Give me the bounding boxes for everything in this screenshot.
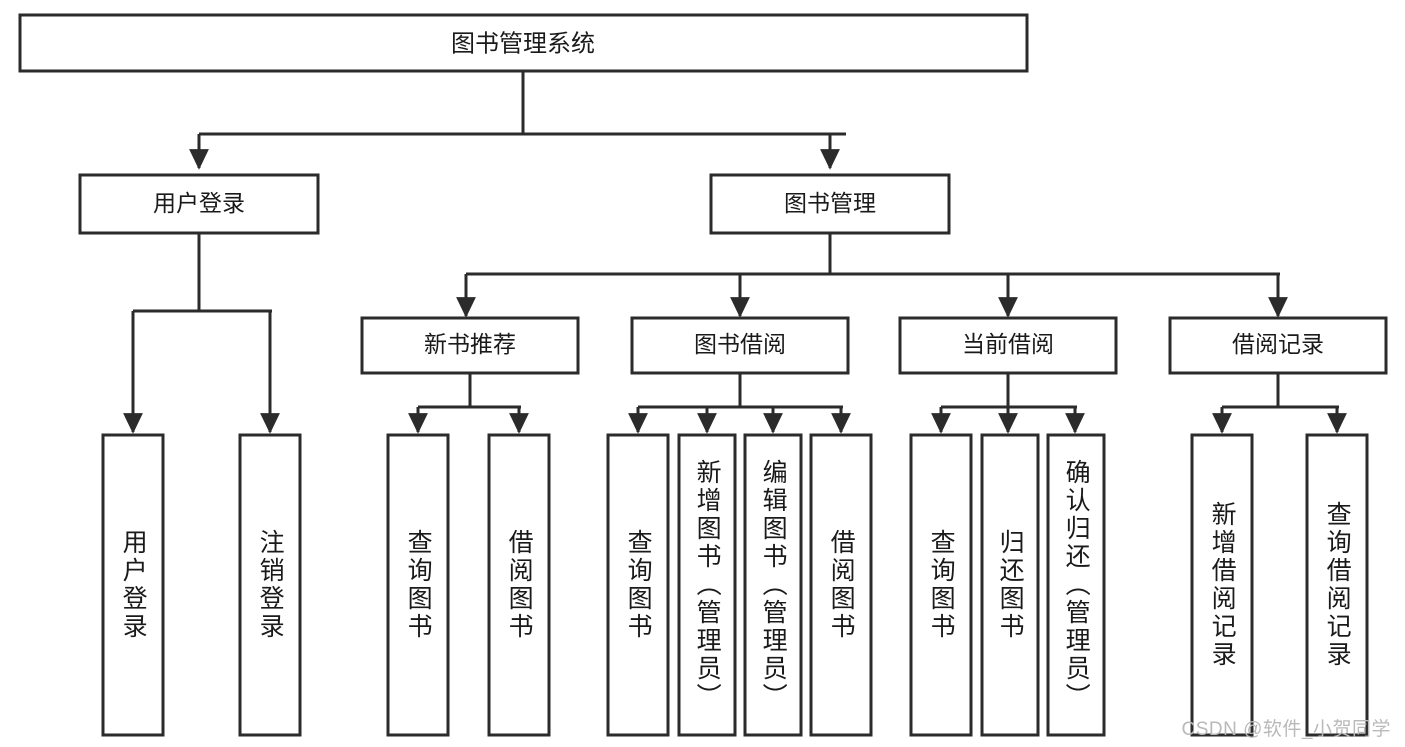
node-current-borrow-label: 当前借阅 — [962, 331, 1054, 357]
leaf-box-edit-book[interactable] — [743, 433, 803, 737]
connector-borrow-record-to-leaves — [1212, 373, 1347, 434]
node-new-book-recommend-label: 新书推荐 — [424, 331, 516, 357]
node-borrow-record[interactable]: 借阅记录 — [1168, 316, 1388, 375]
leaf-box-add-borrow-record[interactable] — [1190, 433, 1254, 737]
leaf-box-query-borrow-record[interactable] — [1305, 433, 1369, 737]
connector-root-to-level2 — [189, 71, 846, 170]
leaf-box-return-book[interactable] — [980, 433, 1040, 737]
leaf-box-logout-login[interactable] — [238, 433, 302, 737]
leaf-box-query-book-3[interactable] — [909, 433, 973, 737]
node-book-management-label: 图书管理 — [784, 190, 876, 216]
node-user-login-label: 用户登录 — [153, 190, 245, 216]
node-borrow-record-label: 借阅记录 — [1232, 331, 1324, 357]
node-book-borrow-label: 图书借阅 — [694, 331, 786, 357]
connector-user-login-to-leaves — [123, 233, 280, 434]
node-root-label: 图书管理系统 — [451, 30, 595, 57]
connector-current-borrow-to-leaves — [931, 373, 1085, 434]
csdn-watermark: CSDN @软件_小贺同学 — [1181, 719, 1391, 740]
leaf-box-borrow-book-1[interactable] — [487, 433, 551, 737]
connector-new-book-recommend-to-leaves — [408, 373, 529, 434]
leaf-box-confirm-return[interactable] — [1046, 433, 1106, 737]
connector-book-borrow-to-leaves — [628, 373, 851, 434]
connector-book-management-to-level3 — [456, 233, 1288, 318]
node-user-login[interactable]: 用户登录 — [78, 173, 320, 235]
leaf-box-query-book-1[interactable] — [386, 433, 450, 737]
leaf-box-user-login[interactable] — [101, 433, 165, 737]
node-root[interactable]: 图书管理系统 — [18, 13, 1029, 73]
leaf-box-add-book[interactable] — [677, 433, 737, 737]
node-book-borrow[interactable]: 图书借阅 — [630, 316, 850, 375]
node-book-management[interactable]: 图书管理 — [709, 173, 951, 235]
leaf-box-query-book-2[interactable] — [606, 433, 670, 737]
leaf-box-borrow-book-2[interactable] — [809, 433, 873, 737]
node-new-book-recommend[interactable]: 新书推荐 — [360, 316, 580, 375]
node-current-borrow[interactable]: 当前借阅 — [898, 316, 1118, 375]
